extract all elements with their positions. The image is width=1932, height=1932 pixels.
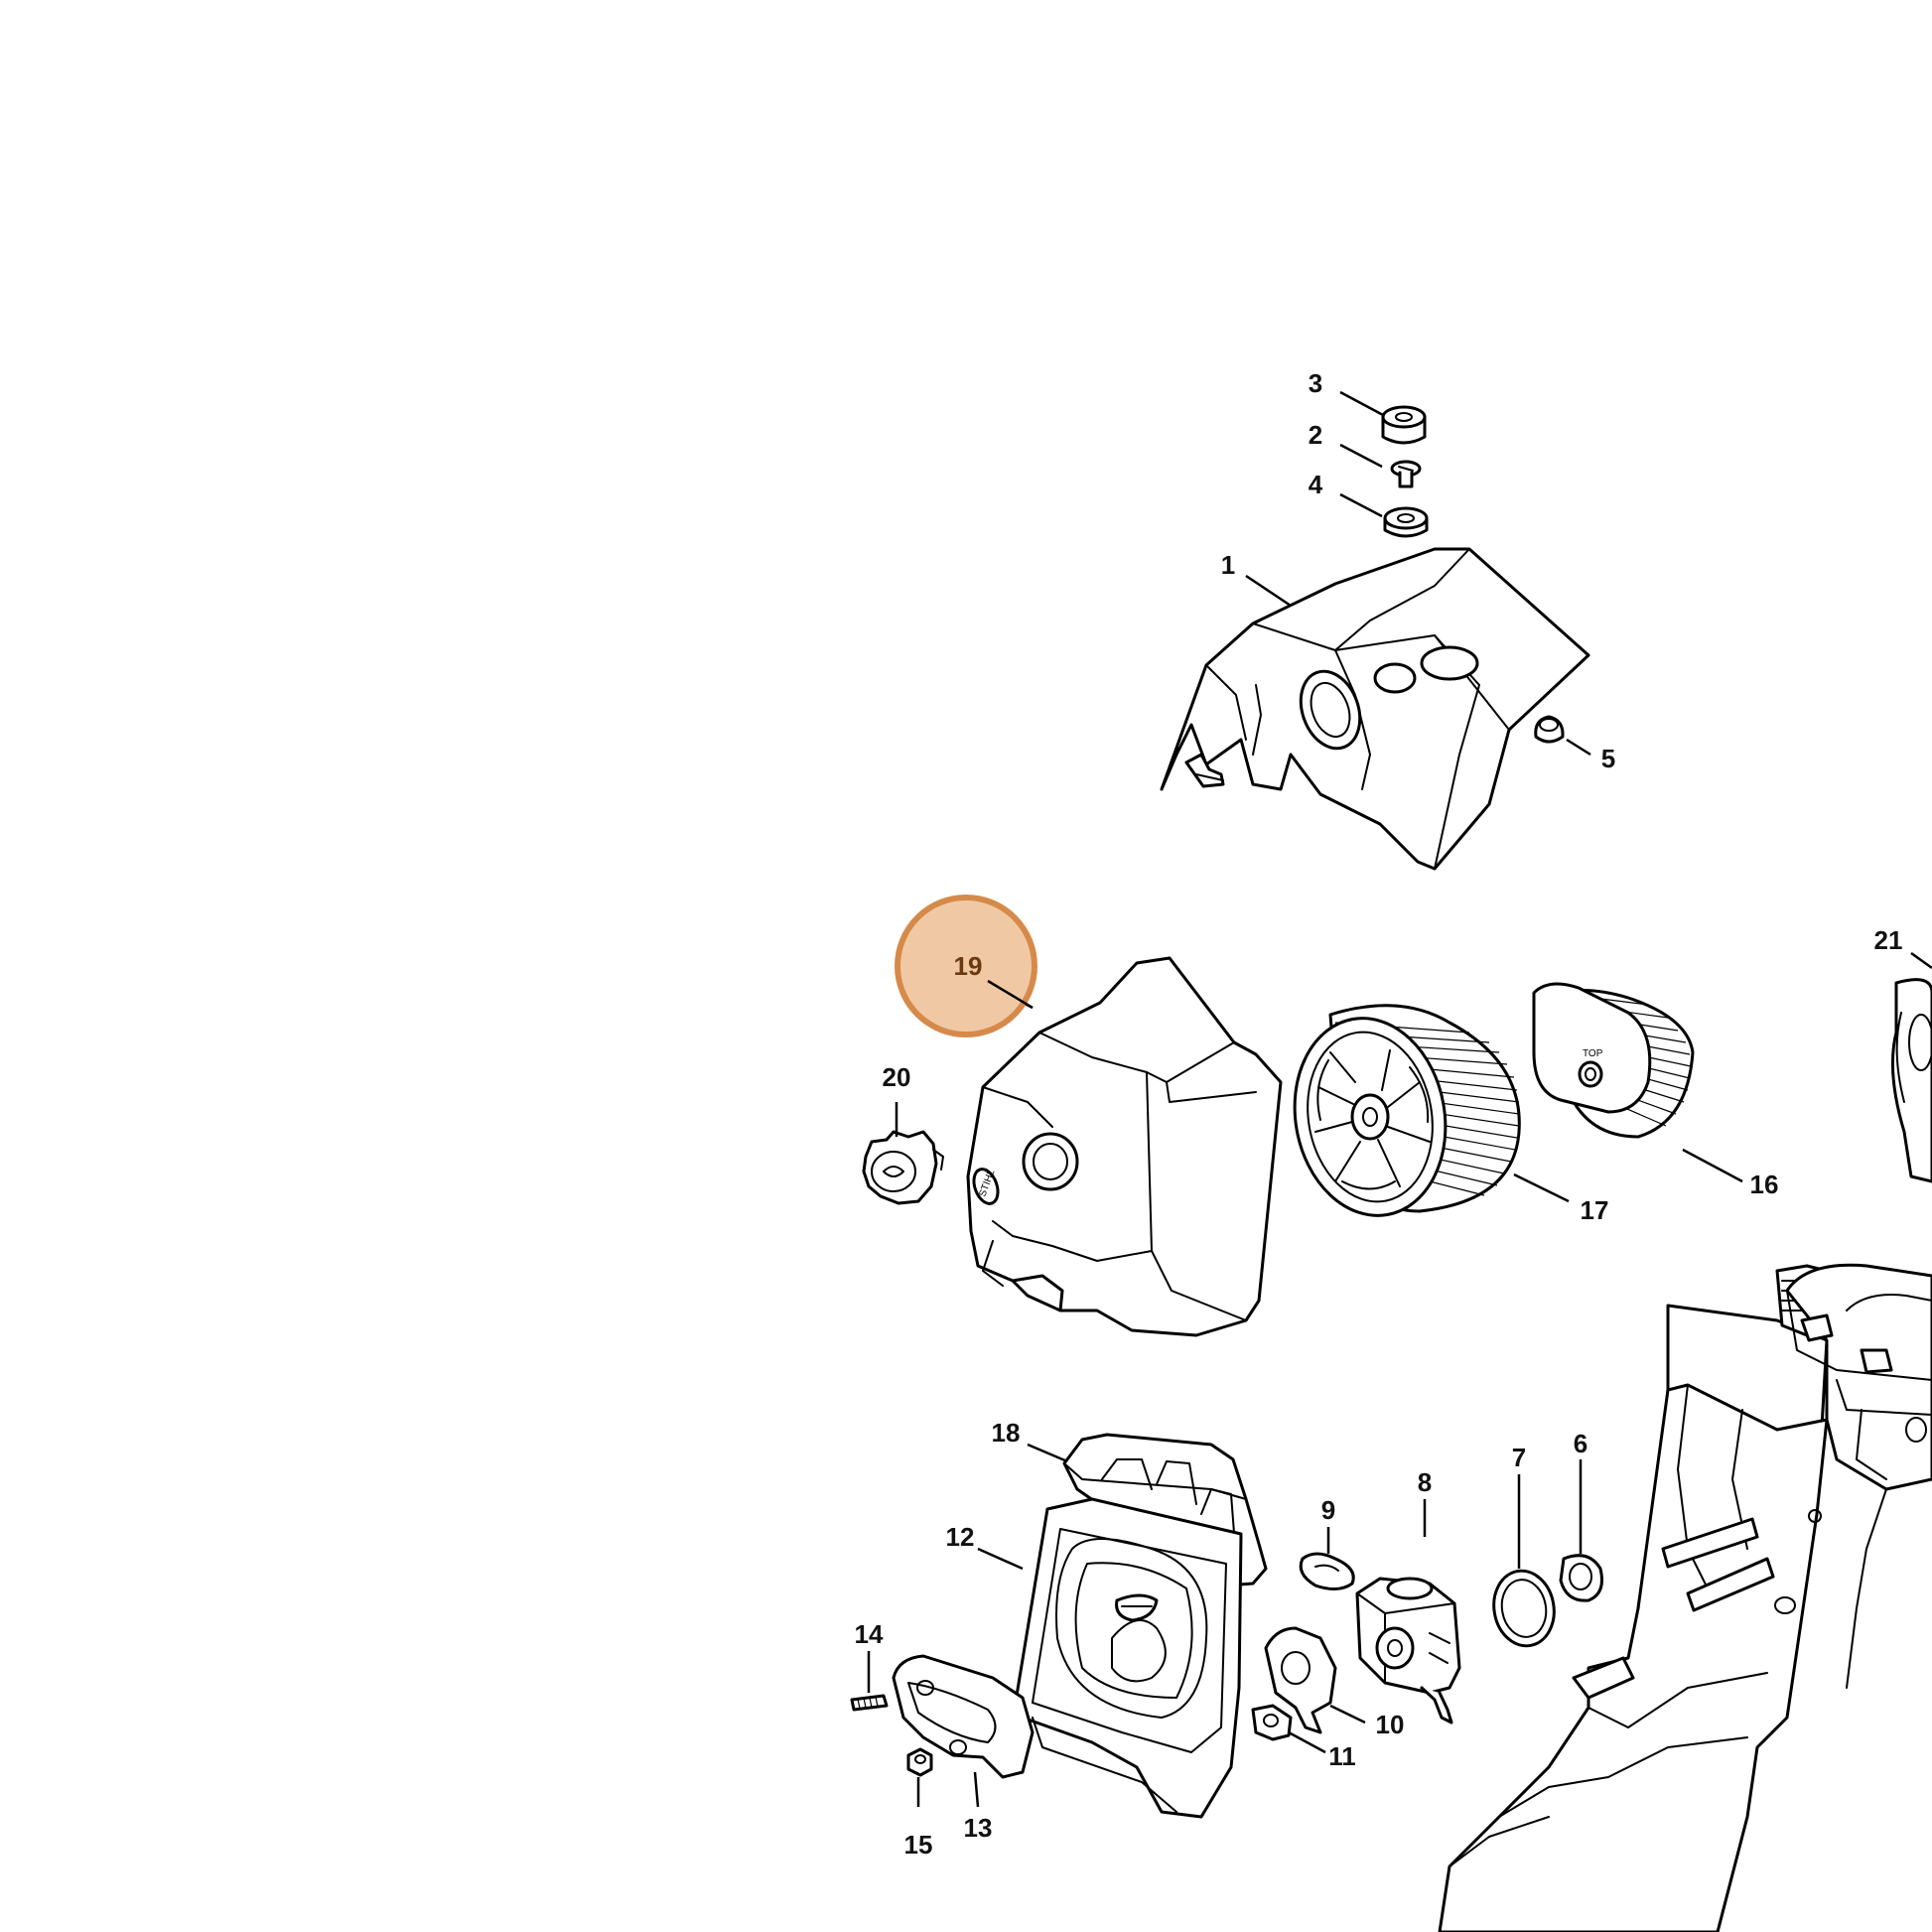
callout-labels: 3 2 4 1 5 19 20 17 16 21 18 12 9 8 7 6 1… bbox=[855, 368, 1903, 1860]
callout-18[interactable]: 18 bbox=[992, 1418, 1021, 1448]
callout-9[interactable]: 9 bbox=[1321, 1495, 1335, 1525]
callout-14[interactable]: 14 bbox=[855, 1619, 884, 1649]
filter-top-marking: TOP bbox=[1583, 1048, 1603, 1059]
callout-2[interactable]: 2 bbox=[1309, 420, 1322, 450]
part-3-grommet[interactable] bbox=[1381, 405, 1427, 445]
part-16-filter[interactable]: TOP bbox=[1532, 982, 1695, 1139]
callout-21[interactable]: 21 bbox=[1874, 925, 1903, 955]
part-8-carburetor[interactable] bbox=[1355, 1577, 1461, 1725]
callout-16[interactable]: 16 bbox=[1750, 1170, 1779, 1199]
part-13-manifold[interactable] bbox=[892, 1654, 1035, 1779]
part-5-plug[interactable] bbox=[1534, 715, 1565, 744]
part-12-filter-base[interactable] bbox=[1013, 1497, 1243, 1819]
callout-15[interactable]: 15 bbox=[904, 1830, 933, 1860]
engine-housing bbox=[1438, 1263, 1932, 1932]
callout-8[interactable]: 8 bbox=[1418, 1467, 1432, 1497]
part-21[interactable] bbox=[1890, 978, 1932, 1183]
part-14-stud[interactable] bbox=[850, 1694, 889, 1712]
callout-12[interactable]: 12 bbox=[946, 1522, 975, 1552]
callout-3[interactable]: 3 bbox=[1309, 368, 1322, 398]
part-11-clip[interactable] bbox=[1251, 1704, 1293, 1741]
part-1-shroud[interactable] bbox=[1160, 547, 1590, 871]
callout-20[interactable]: 20 bbox=[883, 1062, 911, 1092]
part-20-knob[interactable] bbox=[862, 1130, 944, 1205]
callout-4[interactable]: 4 bbox=[1309, 470, 1323, 499]
part-2-screw[interactable] bbox=[1390, 460, 1422, 488]
callout-17[interactable]: 17 bbox=[1581, 1195, 1609, 1225]
callout-10[interactable]: 10 bbox=[1376, 1710, 1405, 1739]
part-9-gasket[interactable] bbox=[1299, 1552, 1355, 1590]
part-15-nut[interactable] bbox=[906, 1747, 933, 1777]
callout-13[interactable]: 13 bbox=[964, 1813, 993, 1843]
part-19-filter-cover[interactable]: STIHL bbox=[966, 956, 1283, 1337]
callout-19[interactable]: 19 bbox=[954, 951, 983, 981]
part-17-air-filter[interactable] bbox=[1280, 1004, 1521, 1228]
callout-5[interactable]: 5 bbox=[1601, 744, 1615, 773]
part-4-washer[interactable] bbox=[1383, 506, 1429, 538]
callout-7[interactable]: 7 bbox=[1512, 1443, 1526, 1472]
callout-1[interactable]: 1 bbox=[1221, 550, 1235, 580]
part-10-bracket[interactable] bbox=[1264, 1626, 1337, 1734]
callout-6[interactable]: 6 bbox=[1574, 1429, 1587, 1458]
highlight-marker-19 bbox=[895, 895, 1037, 1037]
part-6-sleeve[interactable] bbox=[1559, 1554, 1603, 1602]
callout-11[interactable]: 11 bbox=[1328, 1741, 1356, 1771]
part-7-ring[interactable] bbox=[1488, 1566, 1560, 1650]
